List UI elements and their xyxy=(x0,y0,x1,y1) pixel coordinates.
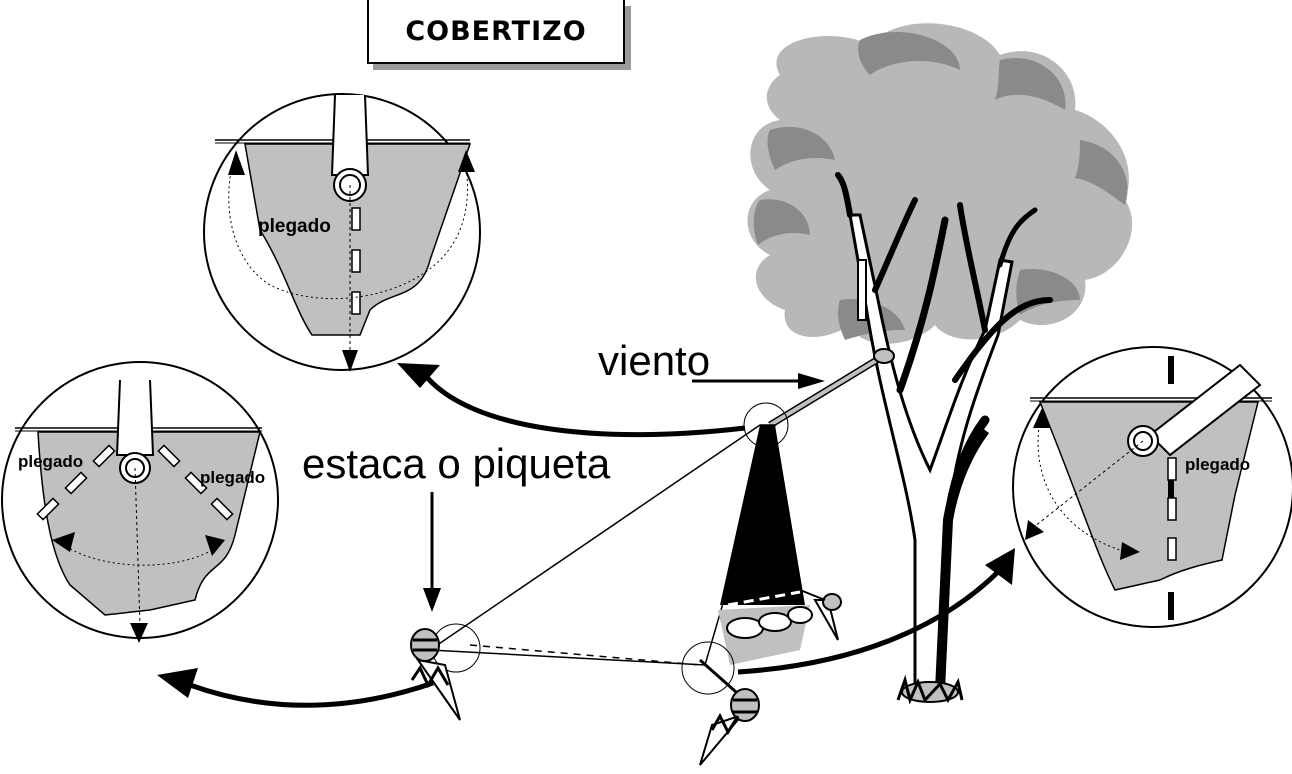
fold-label-right: plegado xyxy=(1185,455,1250,474)
detail-circle-top xyxy=(743,402,789,448)
arrow-to-top-detail xyxy=(423,373,746,438)
shelter xyxy=(427,348,895,702)
tree-branches xyxy=(835,172,1053,525)
fold-label-left-b: plegado xyxy=(200,468,265,487)
fold-label-top: plegado xyxy=(258,216,331,237)
tree xyxy=(747,23,1133,705)
tree-foliage xyxy=(747,23,1133,344)
back-stake xyxy=(799,589,842,641)
curved-arrows xyxy=(189,373,1002,708)
rope-knot xyxy=(873,348,895,364)
fold-label-left-a: plegado xyxy=(18,452,83,471)
arrow-to-right-detail xyxy=(737,568,1002,675)
wind-arrowhead xyxy=(798,373,825,389)
stake-pointer-head xyxy=(423,588,441,612)
stake-right xyxy=(699,688,760,766)
arrow-to-left-detail xyxy=(189,680,434,708)
detail-top: plegado xyxy=(203,93,481,372)
arrowhead-top xyxy=(397,363,440,388)
rocks xyxy=(726,606,813,639)
tree-trunk-shadow xyxy=(935,427,990,691)
shelter-opening xyxy=(720,425,805,605)
detail-left: plegado plegado xyxy=(1,361,279,643)
stake-label: estaca o piqueta xyxy=(302,440,611,487)
diagram-title: COBERTIZO xyxy=(405,15,587,47)
tree-base xyxy=(896,674,964,705)
detail-circle-right xyxy=(681,641,735,695)
wind-label: viento xyxy=(598,337,710,384)
title-box: COBERTIZO xyxy=(367,0,625,64)
tree-tag xyxy=(857,259,867,321)
arrowhead-right xyxy=(985,548,1015,585)
arrowhead-left xyxy=(157,668,198,698)
detail-right: plegado xyxy=(1012,346,1292,628)
